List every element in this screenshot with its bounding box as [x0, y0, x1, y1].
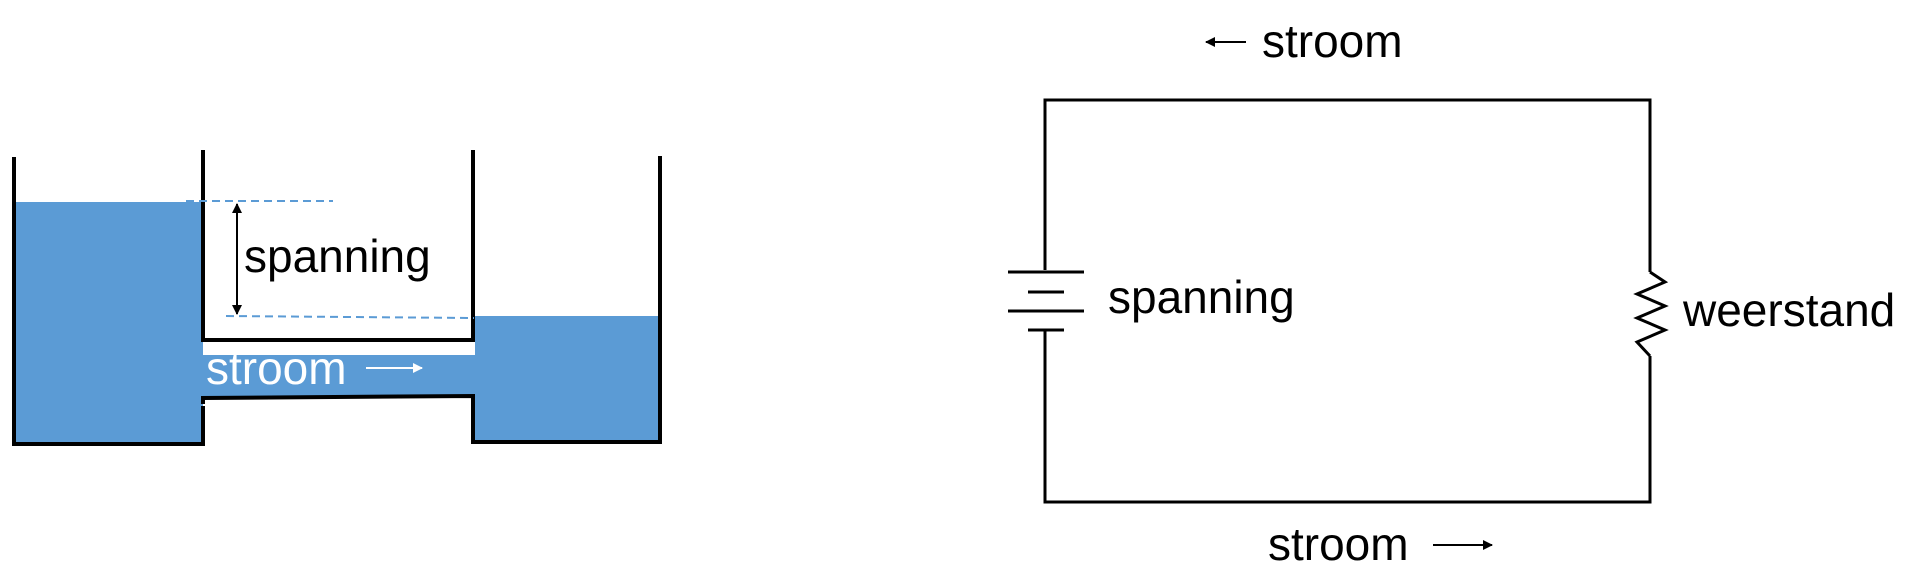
circuit-current-label-top: stroom: [1262, 15, 1403, 67]
circuit-voltage-label: spanning: [1108, 271, 1295, 323]
water-current-label: stroom: [206, 342, 347, 394]
circuit-wire: [1043, 98, 1652, 504]
water-fill: [15, 202, 658, 442]
left-tank-wall: [12, 157, 205, 446]
pipe-upper-wall: [201, 150, 475, 342]
low-level-dashed-line: [225, 315, 475, 319]
water-voltage-label: spanning: [244, 230, 431, 282]
pipe-lower-wall: [201, 156, 662, 444]
resistor-symbol: [1633, 270, 1669, 358]
circuit-resistance-label: weerstand: [1682, 284, 1895, 336]
circuit-current-label-bottom: stroom: [1268, 518, 1409, 570]
electric-circuit: stroom spanning weerstand stroom: [1008, 15, 1895, 570]
water-model: spanning stroom: [12, 150, 662, 446]
battery-symbol: [1008, 270, 1084, 332]
